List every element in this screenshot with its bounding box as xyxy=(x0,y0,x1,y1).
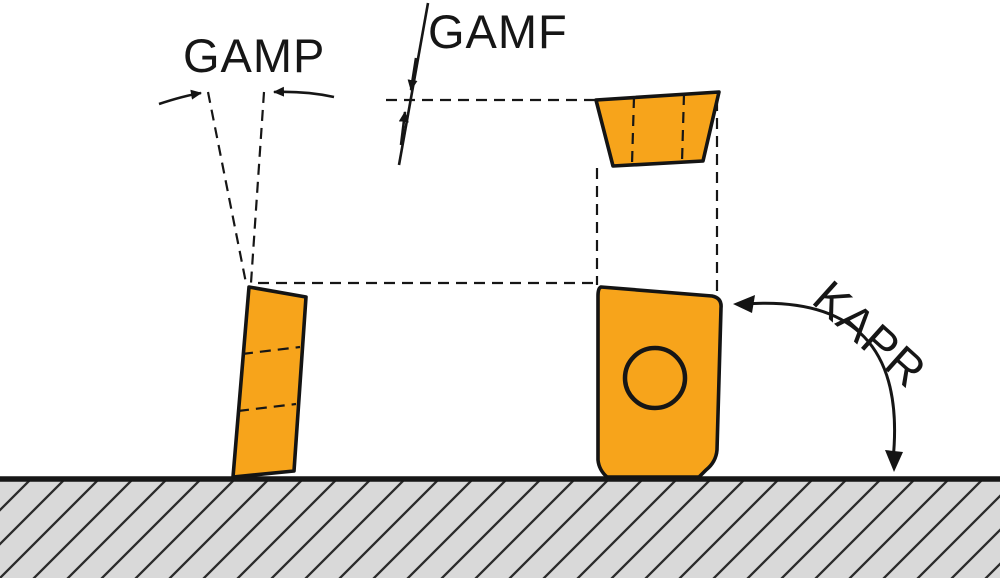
radial-insert-group xyxy=(231,285,308,479)
gamp-vertical-dashed-line xyxy=(249,91,266,284)
gamp-arrow-left xyxy=(158,89,202,106)
kapr-angle-indicator xyxy=(733,295,903,472)
gamf-arrow-down xyxy=(407,57,418,91)
kapr-arc xyxy=(743,301,897,461)
ground-hatch-lines xyxy=(0,481,1000,578)
axial-insert-dashed-line-2 xyxy=(680,93,686,163)
insert-inner-dashed-line-2 xyxy=(237,402,297,413)
axial-insert-dashed-line-1 xyxy=(630,96,636,165)
gamf-tilted-line xyxy=(397,2,430,166)
axial-insert-group xyxy=(594,90,721,168)
gamp-tilted-dashed-line xyxy=(206,91,248,284)
insert-screw-hole xyxy=(622,345,688,411)
kapr-label: KAPR xyxy=(803,270,937,398)
gamf-angle-indicator xyxy=(397,2,430,166)
workpiece-ground xyxy=(0,476,1000,578)
radial-insert xyxy=(231,285,308,479)
gamp-angle-indicator xyxy=(158,86,335,106)
construction-lines xyxy=(206,91,719,291)
side-insert-group xyxy=(596,285,723,479)
gamf-arrow-up xyxy=(398,111,409,146)
gamp-arrow-right xyxy=(273,86,335,99)
axial-insert xyxy=(594,90,721,168)
gamp-label: GAMP xyxy=(183,29,325,82)
insert-inner-dashed-line-1 xyxy=(241,345,301,356)
gamf-label: GAMF xyxy=(428,5,568,58)
kapr-arrowhead-left xyxy=(733,295,755,313)
side-insert xyxy=(596,285,723,479)
kapr-arrowhead-down xyxy=(885,450,903,472)
